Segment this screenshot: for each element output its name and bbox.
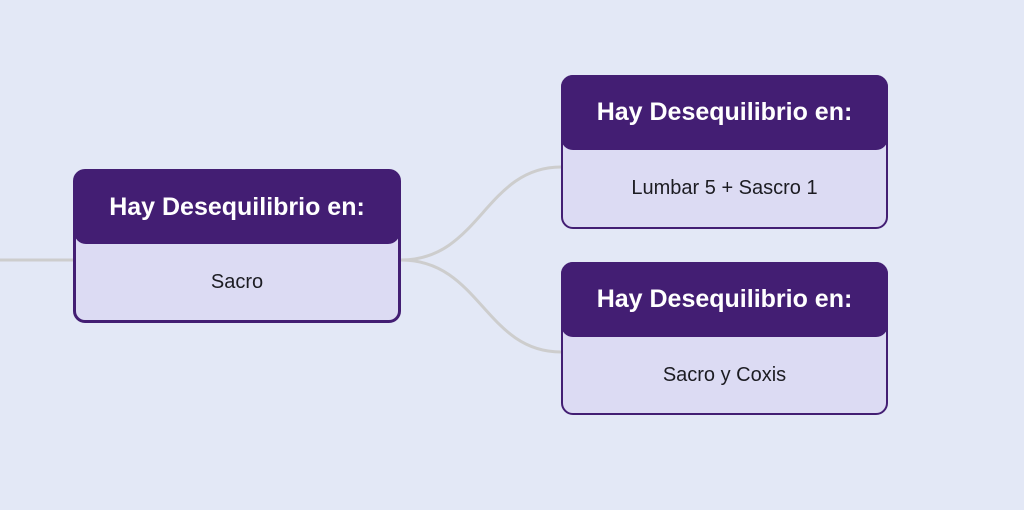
- node-child-sacro-coxis-header: Hay Desequilibrio en:: [561, 262, 888, 337]
- node-root-body: Sacro: [210, 270, 264, 293]
- node-child-lumbar-header: Hay Desequilibrio en:: [561, 75, 888, 150]
- node-root[interactable]: Hay Desequilibrio en: Sacro: [73, 169, 401, 323]
- node-child-lumbar-body: Lumbar 5 + Sascro 1: [631, 177, 818, 199]
- node-root-header: Hay Desequilibrio en:: [74, 170, 400, 244]
- node-child-sacro-coxis-body: Sacro y Coxis: [662, 363, 787, 386]
- node-child-lumbar[interactable]: Hay Desequilibrio en: Lumbar 5 + Sascro …: [561, 75, 888, 229]
- connector-root-to-child-1: [399, 165, 563, 262]
- connector-root-to-child-2: [399, 258, 563, 354]
- node-child-sacro-coxis[interactable]: Hay Desequilibrio en: Sacro y Coxis: [561, 262, 888, 415]
